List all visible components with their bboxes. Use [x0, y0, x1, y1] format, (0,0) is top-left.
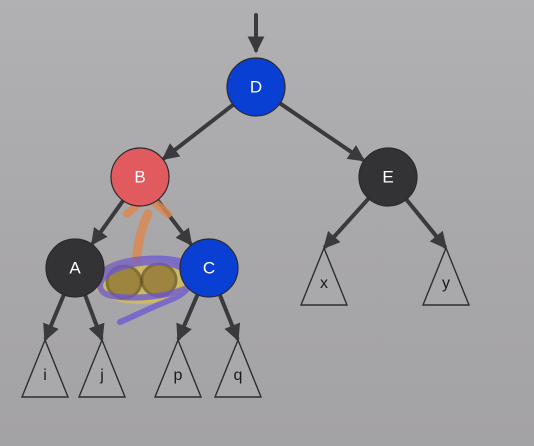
subtree-label-x: x [320, 275, 328, 292]
node-label-d: D [250, 78, 262, 97]
subtree-triangle-j [77, 338, 127, 398]
subtree-j: j [77, 338, 127, 398]
edge-e-x [323, 196, 371, 250]
subtree-triangle-p [153, 338, 203, 398]
node-label-e: E [382, 168, 393, 187]
subtree-triangle-q [213, 338, 263, 398]
subtree-label-i: i [43, 367, 47, 384]
leaves-layer: x y i j p q [20, 246, 471, 398]
edge-c-p [176, 292, 200, 342]
subtree-label-y: y [442, 275, 450, 292]
purple-scribble [95, 255, 203, 325]
subtree-label-j: j [99, 367, 104, 384]
subtree-label-p: p [174, 367, 183, 384]
node-label-c: C [203, 259, 215, 278]
edges-layer [43, 101, 447, 342]
subtree-x: x [299, 246, 349, 306]
node-circle-c [179, 238, 239, 298]
node-label-b: B [134, 168, 145, 187]
edge-b-a [91, 198, 126, 246]
node-d: D [226, 57, 286, 117]
node-circle-a [45, 238, 105, 298]
node-c: C [179, 238, 239, 298]
nodes-layer: D B E A C [45, 57, 418, 298]
rotation-annotation [92, 192, 203, 325]
node-circle-b [110, 147, 170, 207]
subtree-i: i [20, 338, 70, 398]
edge-a-i [43, 292, 66, 342]
orange-up-arrow-shaft [131, 209, 153, 267]
subtree-triangle-y [421, 246, 471, 306]
subtree-y: y [421, 246, 471, 306]
subtree-p: p [153, 338, 203, 398]
edge-a-j [83, 293, 105, 342]
node-circle-d [226, 57, 286, 117]
node-label-a: A [69, 259, 81, 278]
edge-d-e [277, 101, 366, 162]
node-circle-e [358, 147, 418, 207]
subtree-triangle-x [299, 246, 349, 306]
edge-d-b [161, 102, 236, 161]
node-e: E [358, 147, 418, 207]
node-a: A [45, 238, 105, 298]
node-b: B [110, 147, 170, 207]
subtree-q: q [213, 338, 263, 398]
subtree-label-q: q [234, 367, 243, 384]
subtree-triangle-i [20, 338, 70, 398]
edge-c-q [217, 292, 241, 342]
edge-e-y [404, 197, 447, 250]
